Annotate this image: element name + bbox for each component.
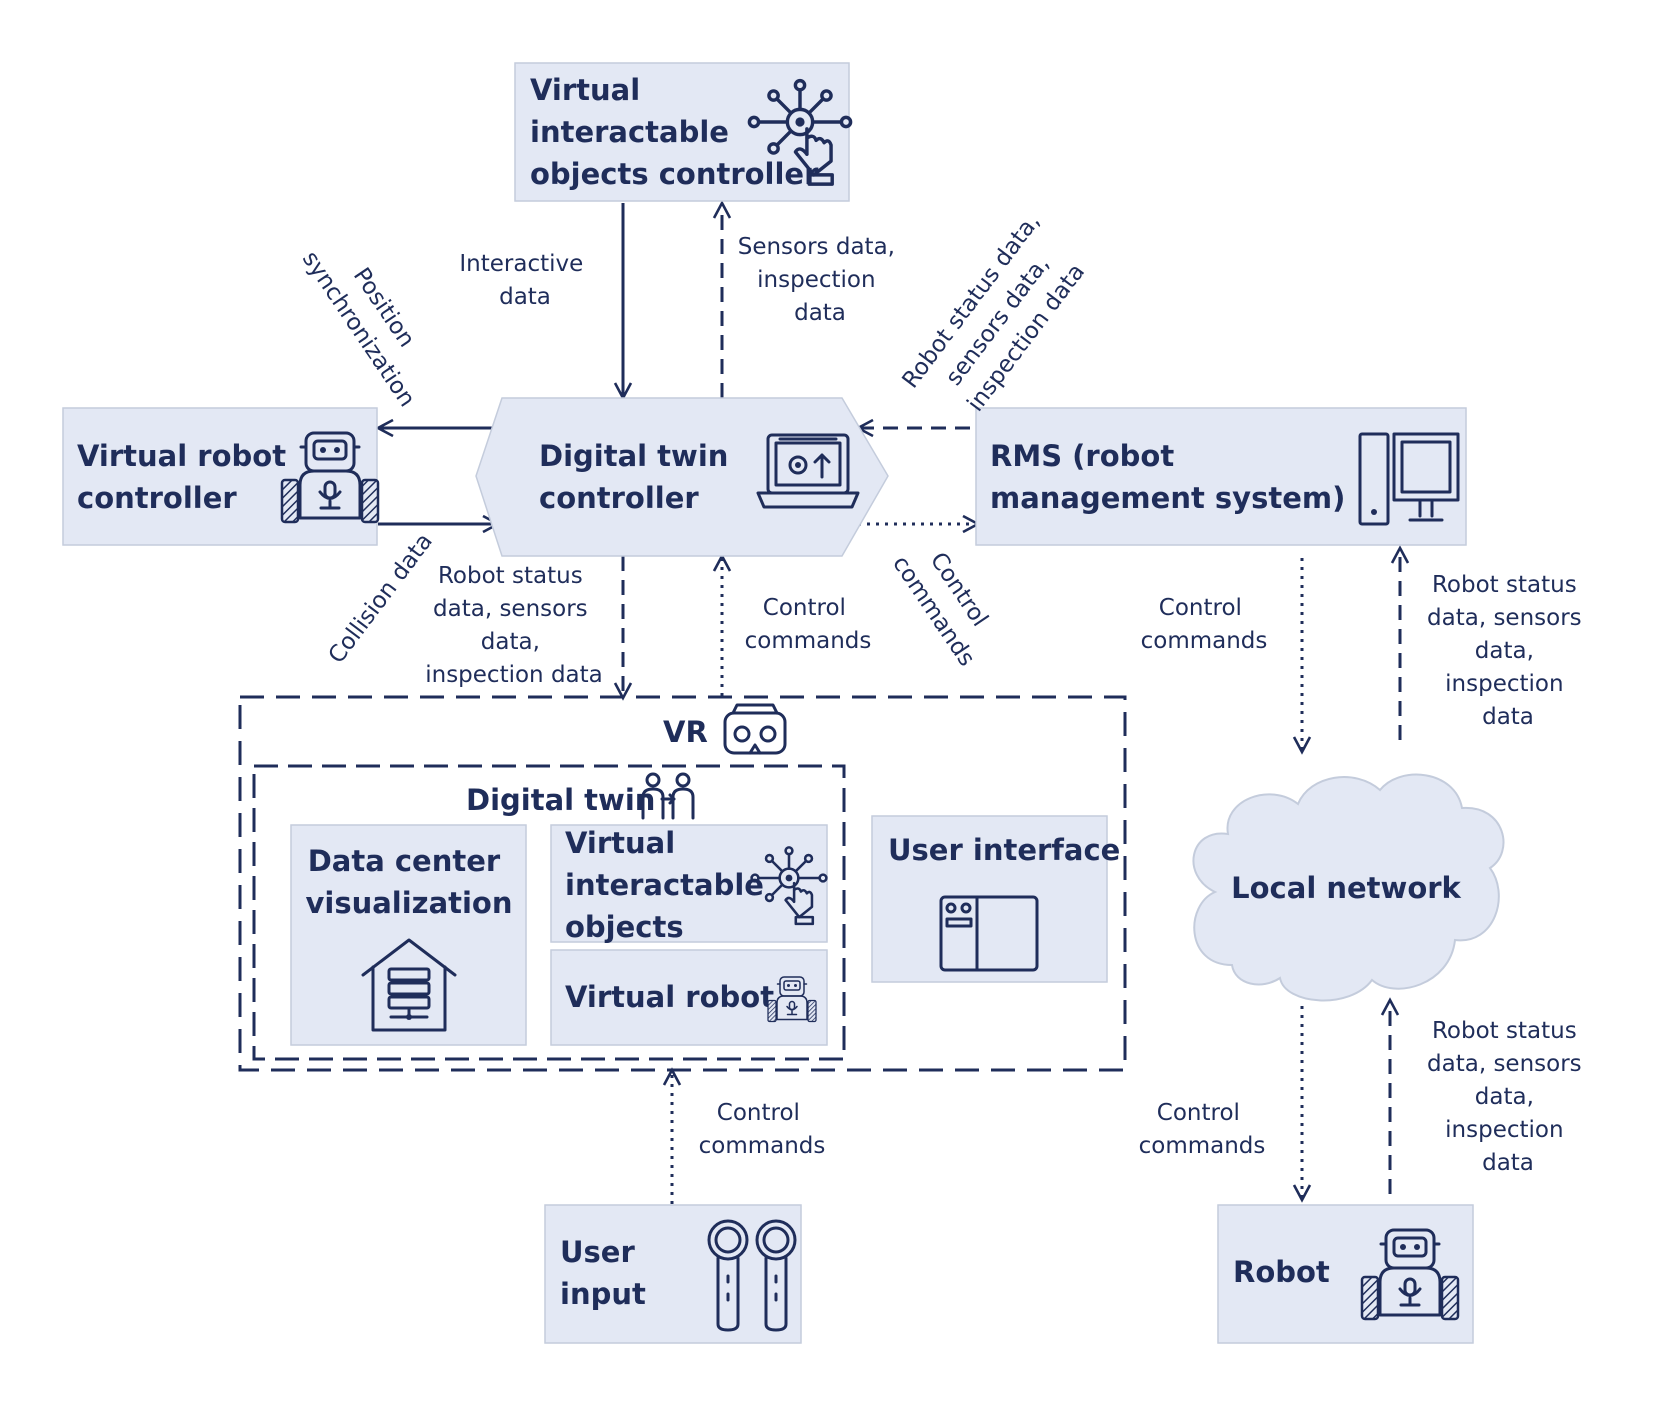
node-rms: RMS (robot management system) (975, 407, 1467, 546)
label-dt-to-vr: Robot status data, sensors data, inspect… (425, 563, 603, 688)
label-interactive-data: Interactive data (459, 251, 590, 310)
node-virtual-robot: Virtual robot (550, 949, 828, 1046)
vr-controllers-icon (707, 1219, 797, 1332)
digital-twin-container: Digital twin (252, 764, 846, 1061)
node-robot: Robot (1217, 1204, 1474, 1344)
ui-panel-icon (939, 895, 1039, 972)
label-rms-to-dt: Robot status data, sensors data, inspect… (898, 203, 1103, 433)
vr-container: VR (238, 695, 1127, 1072)
data-center-house-icon (361, 938, 457, 1032)
label-robot-to-net: Robot status data, sensors data, inspect… (1427, 1018, 1589, 1176)
node-virtual-robot-controller: Virtual robot controller (62, 407, 380, 546)
vr-title: VR (663, 715, 708, 749)
data-center-vis-title: Data center visualization (305, 844, 512, 920)
vr-headset-icon (723, 703, 787, 755)
twin-people-icon (641, 772, 695, 820)
label-sensors-to-vio: Sensors data, inspection data (738, 234, 903, 326)
label-collision: Collision data (324, 529, 438, 669)
label-dt-to-rms: Control commands (887, 533, 1007, 671)
node-user-interface: User interface (871, 815, 1120, 983)
desktop-computer-icon (1358, 432, 1460, 526)
label-vr-to-dt: Control commands (745, 595, 872, 654)
digital-twin-title: Digital twin (466, 783, 655, 817)
label-net-to-rms: Robot status data, sensors data, inspect… (1427, 572, 1589, 730)
dt-controller-title: Digital twin controller (539, 439, 739, 515)
label-rms-to-net: Control commands (1141, 595, 1268, 654)
label-input-to-vr: Control commands (699, 1100, 826, 1159)
label-position-sync: Position synchronization (297, 228, 447, 412)
node-dt-controller: Digital twin controller (475, 397, 889, 557)
local-network-title: Local network (1231, 871, 1461, 905)
node-vio-controller: Virtual interactable objects controller (514, 62, 853, 202)
label-net-to-robot: Control commands (1139, 1100, 1266, 1159)
vio-title: Virtual interactable objects (565, 826, 774, 944)
node-local-network: Local network (1192, 773, 1505, 1002)
robot-title: Robot (1233, 1255, 1330, 1289)
user-input-title: User input (560, 1235, 646, 1311)
vio-controller-title: Virtual interactable objects controller (530, 73, 819, 191)
laptop-gear-icon (756, 433, 860, 509)
user-interface-title: User interface (888, 833, 1120, 867)
rms-title: RMS (robot management system) (990, 439, 1345, 515)
virtual-robot-controller-title: Virtual robot controller (77, 439, 296, 515)
node-vio: Virtual interactable objects (550, 824, 828, 944)
node-user-input: User input (544, 1204, 802, 1344)
node-data-center-vis: Data center visualization (290, 824, 527, 1046)
virtual-robot-title: Virtual robot (565, 980, 774, 1014)
